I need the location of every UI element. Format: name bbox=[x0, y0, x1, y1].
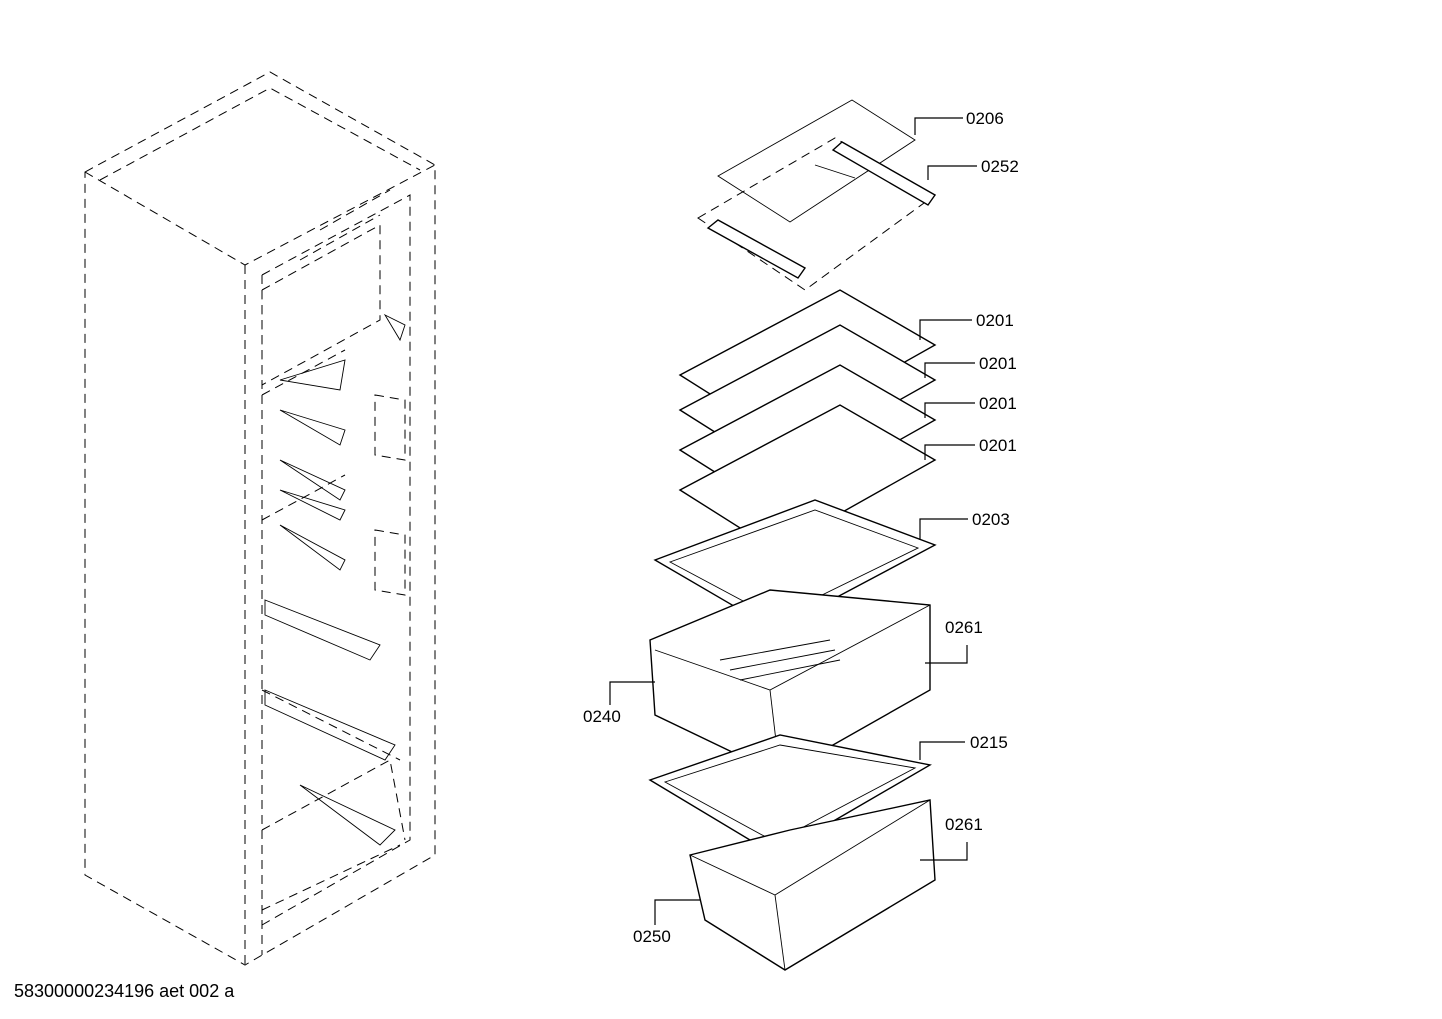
leader-lines bbox=[609, 117, 977, 925]
label-0250: 0250 bbox=[633, 927, 671, 946]
shelves-0201 bbox=[678, 289, 937, 551]
part-0206-cover-glass bbox=[697, 99, 936, 291]
label-0203: 0203 bbox=[972, 510, 1010, 529]
label-0240: 0240 bbox=[583, 707, 621, 726]
label-0201-2: 0201 bbox=[979, 354, 1017, 373]
part-labels: 0206 0252 0201 0201 0201 0201 0203 0261 … bbox=[583, 109, 1019, 946]
label-0215: 0215 bbox=[970, 733, 1008, 752]
label-0261-upper: 0261 bbox=[945, 618, 983, 637]
label-0206: 0206 bbox=[966, 109, 1004, 128]
lower-drawer-0250 bbox=[689, 799, 936, 971]
part-0215-frame bbox=[648, 734, 932, 856]
label-0261-lower: 0261 bbox=[945, 815, 983, 834]
label-0252: 0252 bbox=[981, 157, 1019, 176]
label-0201-4: 0201 bbox=[979, 436, 1017, 455]
label-0201-3: 0201 bbox=[979, 394, 1017, 413]
document-id: 58300000234196 aet 002 a bbox=[14, 981, 235, 1001]
label-0201-1: 0201 bbox=[976, 311, 1014, 330]
part-0252-rail bbox=[706, 141, 937, 279]
cabinet-outline bbox=[84, 71, 436, 966]
upper-drawer-0240 bbox=[649, 589, 931, 776]
